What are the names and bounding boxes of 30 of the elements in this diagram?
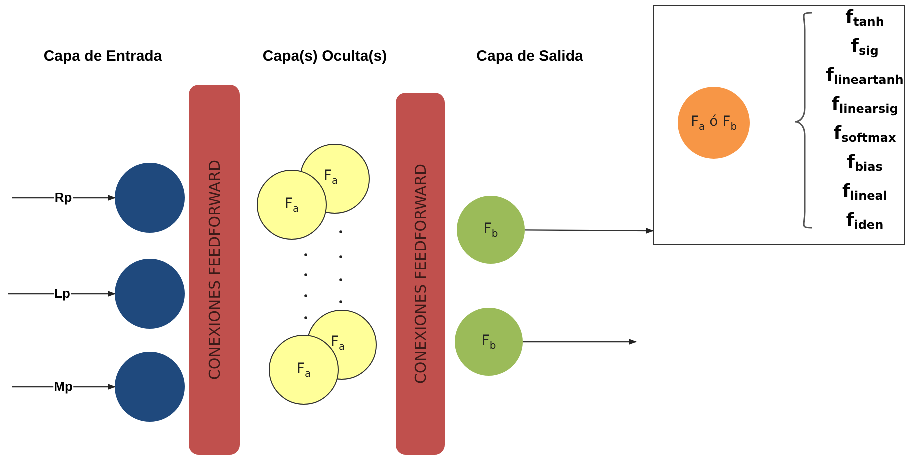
arrow [525,228,654,234]
connection-layer-band [189,85,240,455]
connection-layer-band [396,93,445,455]
layer-heading: Capa de Salida [476,48,584,65]
function-name: f$_{bias}$ [847,153,883,176]
function-name: f$_{softmax}$ [834,124,896,147]
arrow [8,291,116,297]
edge-label: Mp [53,380,74,394]
legend-panel [653,5,905,245]
band-label: CONEXIONES FEEDFORWARD [412,164,430,384]
neuron-label: F$_{a}$ [330,334,346,352]
neuron-label: F$_{a}$ [284,196,300,214]
layer-heading: Capa de Entrada [44,48,162,65]
neuron-label: F$_{b}$ [484,220,498,240]
function-name: f$_{iden}$ [846,211,884,234]
function-name: f$_{lineal}$ [842,182,888,205]
neuron-label: F$_{b}$ [482,332,496,352]
edge-label: Rp [54,191,74,205]
function-name: f$_{tanh}$ [846,8,884,31]
layer-heading: Capa(s) Oculta(s) [262,48,388,65]
function-name: f$_{lineartanh}$ [826,66,904,89]
function-name: f$_{linearsig}$ [832,95,898,118]
function-name: f$_{sig}$ [851,37,879,60]
neuron-label: F$_{a}$ [296,360,312,380]
band-label: CONEXIONES FEEDFORWARD [206,160,224,380]
neuron-label: F$_{a}$ ó F$_{b}$ [690,114,738,132]
edge-label: Lp [54,287,72,301]
neuron-label: F$_{a}$ [324,168,338,186]
arrow [523,339,637,345]
arrow [12,195,116,201]
